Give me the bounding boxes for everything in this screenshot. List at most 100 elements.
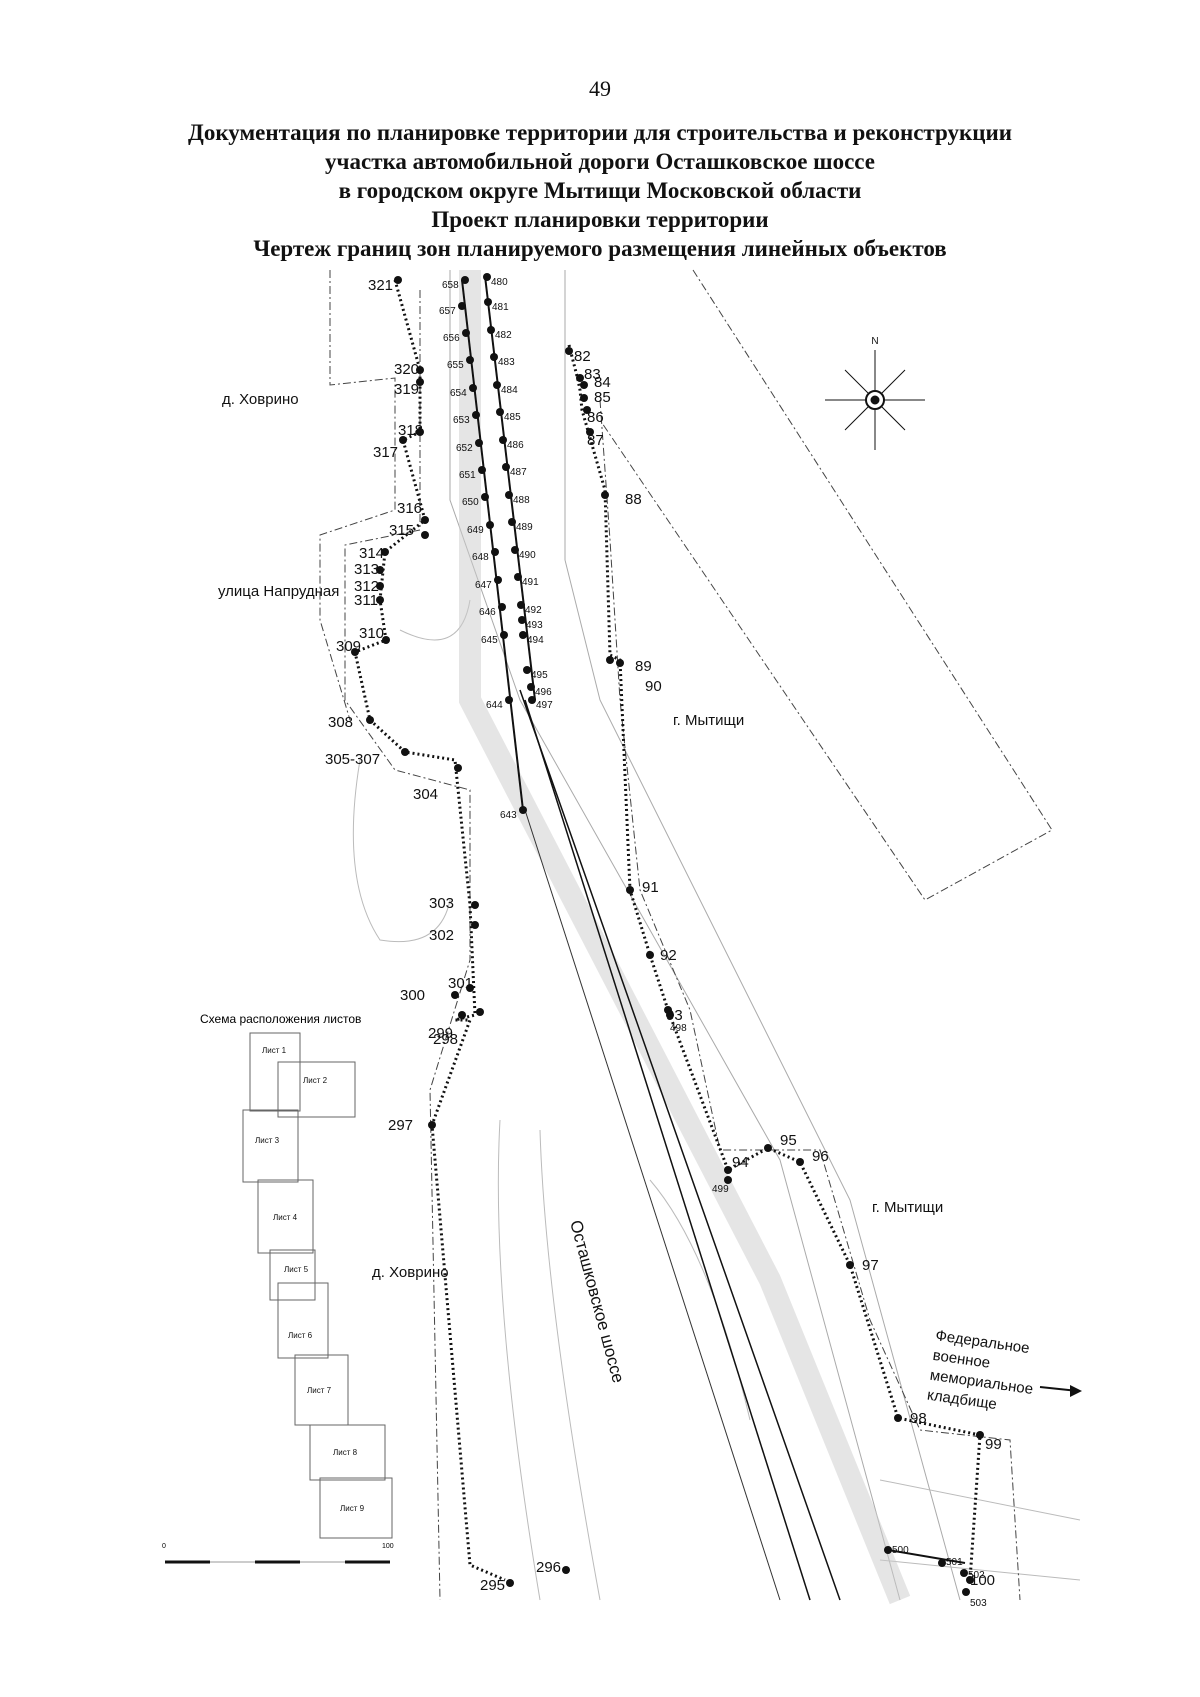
boundary-point-label: 94: [732, 1154, 749, 1171]
point-group-road-left: 6586576566556546536526516506496486476466…: [439, 276, 527, 821]
road-point-label: 654: [450, 388, 467, 399]
road-point-label: 650: [462, 497, 479, 508]
boundary-point-label: 308: [328, 714, 353, 731]
boundary-point-label: 297: [388, 1117, 413, 1134]
point-group-road-right: 4804814824834844854864874884894904914924…: [483, 273, 987, 1609]
boundary-point-marker: [475, 439, 483, 447]
boundary-point-label: 295: [480, 1577, 505, 1594]
boundary-point-marker: [376, 566, 384, 574]
boundary-point-marker: [724, 1166, 732, 1174]
boundary-point-label: 298: [433, 1031, 458, 1048]
title-line: в городском округе Мытищи Московской обл…: [338, 178, 862, 203]
boundary-point-marker: [476, 1008, 484, 1016]
road-point-label: 653: [453, 415, 470, 426]
road-point-label: 490: [519, 550, 536, 561]
road-point-label: 646: [479, 607, 496, 618]
boundary-point-marker: [351, 648, 359, 656]
boundary-point-marker: [490, 353, 498, 361]
sheet-scheme-title: Схема расположения листов: [200, 1012, 361, 1026]
boundary-point-marker: [518, 616, 526, 624]
boundary-point-marker: [376, 582, 384, 590]
boundary-point-label: 312: [354, 578, 379, 595]
sheet-label: Лист 5: [284, 1265, 309, 1274]
boundary-point-label: 309: [336, 638, 361, 655]
sheet-label: Лист 9: [340, 1504, 365, 1513]
city-label: г. Мытищи: [673, 712, 744, 729]
scale-bar: 0 100: [162, 1543, 394, 1564]
boundary-point-marker: [462, 329, 470, 337]
boundary-point-marker: [466, 356, 474, 364]
boundary-point-marker: [894, 1414, 902, 1422]
title-line: Проект планировки территории: [431, 207, 769, 232]
boundary-point-label: 315: [389, 522, 414, 539]
boundary-point-marker: [502, 463, 510, 471]
boundary-point-marker: [580, 381, 588, 389]
boundary-point-marker: [508, 518, 516, 526]
road-point-label: 492: [525, 605, 542, 616]
boundary-point-marker: [616, 659, 624, 667]
boundary-point-marker: [666, 1011, 674, 1019]
boundary-point-marker: [938, 1559, 946, 1567]
boundary-point-marker: [461, 276, 469, 284]
boundary-point-marker: [523, 666, 531, 674]
boundary-point-marker: [469, 384, 477, 392]
boundary-point-marker: [601, 491, 609, 499]
boundary-point-label: 311: [354, 592, 378, 609]
road-point-label: 658: [442, 280, 459, 291]
boundary-point-marker: [966, 1576, 974, 1584]
boundary-point-label: 304: [413, 786, 438, 803]
boundary-point-label: 100: [970, 1572, 995, 1589]
boundary-point-label: 90: [645, 678, 662, 695]
boundary-point-label: 97: [862, 1257, 879, 1274]
road-point-label: 488: [513, 495, 530, 506]
boundary-point-label: 296: [536, 1559, 561, 1576]
road-point-label: 491: [522, 577, 539, 588]
boundary-point-marker: [499, 436, 507, 444]
sheet-scheme: Схема расположения листов Лист 1 Лист 2 …: [200, 1012, 393, 1539]
boundary-point-marker: [576, 374, 584, 382]
boundary-point-label: 305-307: [325, 751, 380, 768]
sheet-label: Лист 4: [273, 1213, 298, 1222]
boundary-point-marker: [511, 546, 519, 554]
arrow-icon: [1039, 1385, 1082, 1397]
boundary-point-marker: [416, 428, 424, 436]
boundary-point-marker: [724, 1176, 732, 1184]
road-point-label: 643: [500, 810, 517, 821]
road-point-label: 652: [456, 443, 473, 454]
boundary-point-label: 92: [660, 947, 677, 964]
boundary-point-label: 88: [625, 491, 642, 508]
road-point-label: 644: [486, 700, 503, 711]
boundary-point-marker: [454, 764, 462, 772]
title-line: Чертеж границ зон планируемого размещени…: [253, 236, 947, 261]
sheet-label: Лист 3: [255, 1136, 280, 1145]
boundary-point-marker: [846, 1261, 854, 1269]
boundary-point-marker: [606, 656, 614, 664]
road-point-label: 480: [491, 277, 508, 288]
boundary-point-label: 96: [812, 1148, 829, 1165]
boundary-point-marker: [382, 636, 390, 644]
road-point-label: 656: [443, 333, 460, 344]
boundary-point-marker: [428, 1121, 436, 1129]
title-line: Документация по планировке территории дл…: [188, 120, 1012, 145]
boundary-point-marker: [394, 276, 402, 284]
road-point-label: 645: [481, 635, 498, 646]
place-labels: д. Ховрино улица Напрудная г. Мытищи г. …: [218, 391, 1034, 1413]
map-background: [319, 269, 1081, 1605]
road-point-label: 484: [501, 385, 518, 396]
road-point-label: 657: [439, 306, 456, 317]
boundary-point-marker: [466, 984, 474, 992]
boundary-point-marker: [496, 408, 504, 416]
road-point-lines: [461, 275, 966, 1564]
boundary-point-label: 86: [587, 409, 604, 426]
boundary-point-label: 87: [587, 432, 604, 449]
boundary-point-label: 85: [594, 389, 611, 406]
boundary-point-marker: [401, 748, 409, 756]
boundary-point-label: 91: [642, 879, 659, 896]
street-label: улица Напрудная: [218, 583, 339, 600]
sheet-label: Лист 7: [307, 1386, 332, 1395]
boundary-point-marker: [583, 406, 591, 414]
sheet-label: Лист 6: [288, 1331, 313, 1340]
title-line: участка автомобильной дороги Осташковско…: [325, 149, 875, 174]
boundary-point-marker: [458, 1011, 466, 1019]
boundary-point-marker: [562, 1566, 570, 1574]
